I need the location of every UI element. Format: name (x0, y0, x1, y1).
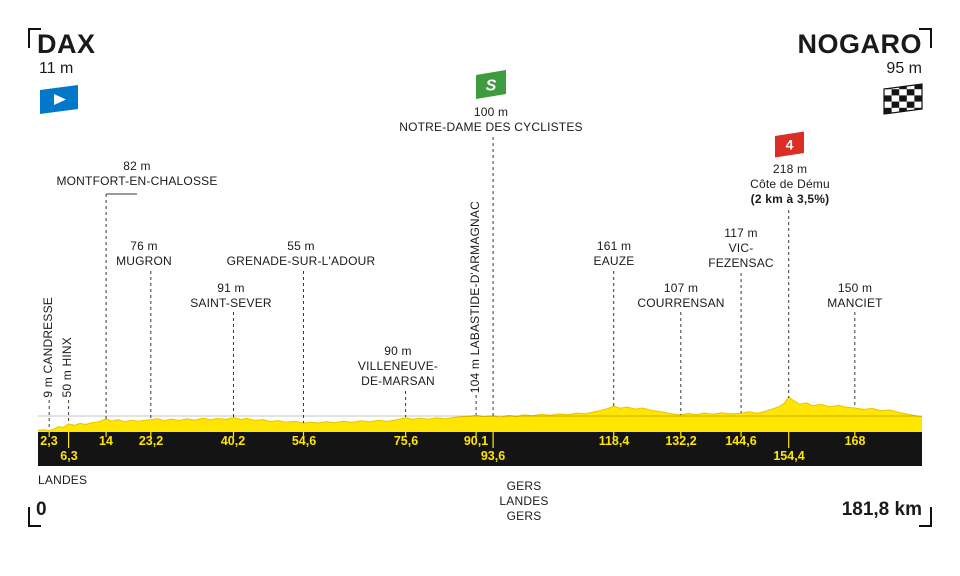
km-marker: 132,2 (665, 434, 697, 448)
region-landes: LANDES (38, 473, 88, 487)
waypoint-vic-name-line2: FEZENSAC (708, 256, 774, 270)
finish-elevation: 95 m (886, 60, 922, 77)
waypoint-labastide: 104 m LABASTIDE-D'ARMAGNAC (468, 200, 482, 393)
waypoint-manciet-elevation: 150 m (837, 281, 873, 295)
waypoint-eauze-name: EAUZE (593, 254, 635, 268)
km-marker: 93,6 (480, 449, 506, 463)
start-arrow-icon (54, 94, 66, 105)
km-marker: 168 (844, 434, 866, 448)
climb-flag-shape (775, 131, 804, 158)
sprint-flag-letter: S (486, 78, 497, 95)
km-ticks (48, 432, 856, 448)
waypoint-mugron-elevation: 76 m (130, 239, 158, 253)
waypoint-hinx: 50 m HINX (60, 337, 74, 398)
sprint-flag-shape (476, 70, 506, 99)
waypoint-montfort-elevation: 82 m (123, 159, 151, 173)
waypoint-saint-sever-name: SAINT-SEVER (190, 296, 272, 310)
waypoint-villeneuve-elevation: 90 m (384, 344, 412, 358)
waypoint-candresse: 9 m CANDRESSE (41, 297, 55, 398)
km-marker: 6,3 (60, 449, 78, 463)
sprint-name: NOTRE-DAME DES CYCLISTES (399, 120, 583, 134)
climb-name: Côte de Dému (750, 177, 830, 191)
km-marker: 23,2 (138, 434, 164, 448)
climb-flag-category: 4 (786, 137, 794, 153)
distance-total: 181,8 km (841, 499, 922, 520)
start-flag-icon (40, 85, 78, 114)
waypoint-villeneuve-name-line2: DE-MARSAN (361, 374, 435, 388)
waypoint-montfort-name: MONTFORT-EN-CHALOSSE (56, 174, 218, 188)
waypoint-vic-name-line1: VIC- (728, 241, 754, 255)
finish-flag-outline (883, 83, 923, 115)
waypoint-eauze-elevation: 161 m (596, 239, 632, 253)
sprint-flag-icon: S (476, 70, 506, 99)
waypoint-courrensan-name: COURRENSAN (637, 296, 725, 310)
waypoint-manciet-name: MANCIET (827, 296, 883, 310)
distance-start: 0 (36, 499, 47, 520)
climb-gradient: (2 km à 3,5%) (750, 192, 830, 206)
elevation-area (38, 397, 922, 432)
region-gers-2: GERS (506, 509, 542, 523)
start-elevation: 11 m (39, 60, 74, 77)
region-gers-1: GERS (506, 479, 542, 493)
waypoint-vic-elevation: 117 m (724, 226, 758, 240)
km-marker: 90,1 (463, 434, 489, 448)
sprint-elevation: 100 m (473, 105, 509, 119)
waypoint-courrensan-elevation: 107 m (663, 281, 699, 295)
km-marker: 154,4 (773, 449, 805, 463)
waypoint-mugron-name: MUGRON (116, 254, 172, 268)
km-marker: 40,2 (220, 434, 246, 448)
corner-bracket-top-left (28, 28, 41, 48)
waypoint-grenade-name: GRENADE-SUR-L'ADOUR (226, 254, 376, 268)
km-marker: 54,6 (291, 434, 317, 448)
km-marker: 2,3 (40, 434, 58, 448)
corner-bracket-bottom-right (919, 507, 932, 527)
corner-bracket-top-right (919, 28, 932, 48)
waypoint-grenade-elevation: 55 m (287, 239, 315, 253)
waypoint-saint-sever-elevation: 91 m (217, 281, 245, 295)
elevation-topline (37, 396, 923, 432)
region-landes-2: LANDES (499, 494, 549, 508)
waypoint-villeneuve-name-line1: VILLENEUVE- (357, 359, 439, 373)
finish-city: NOGARO (797, 29, 922, 59)
climb-flag-icon: 4 (775, 131, 804, 158)
corner-bracket-bottom-left (28, 507, 41, 527)
km-bar (38, 432, 922, 466)
climb-elevation: 218 m (772, 162, 808, 176)
km-marker: 118,4 (598, 434, 630, 448)
finish-flag-icon (883, 83, 923, 115)
km-marker: 75,6 (393, 434, 419, 448)
km-marker: 144,6 (725, 434, 757, 448)
km-marker: 14 (99, 434, 113, 448)
start-city: DAX (37, 29, 96, 59)
